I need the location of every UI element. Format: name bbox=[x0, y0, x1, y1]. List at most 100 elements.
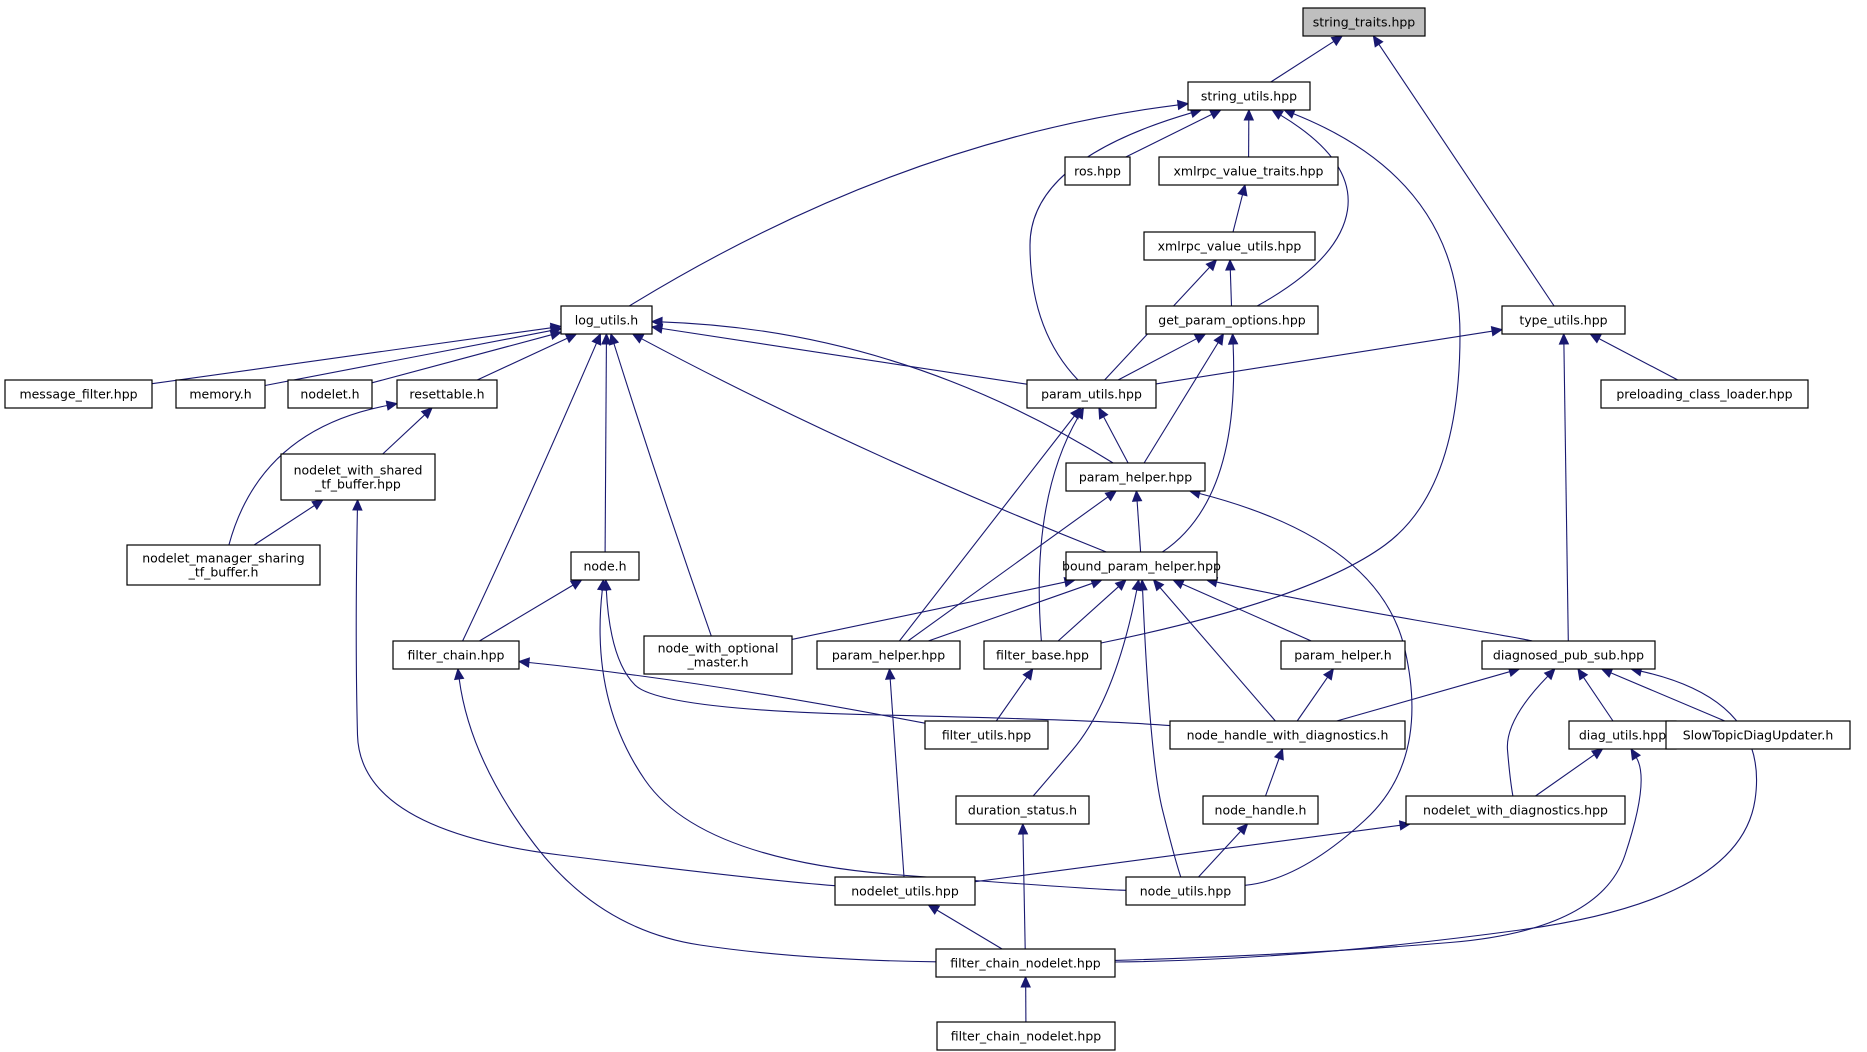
node-label: node_utils.hpp bbox=[1140, 884, 1232, 899]
file-node-n25[interactable]: filter_utils.hpp bbox=[924, 720, 1049, 750]
file-node-n2[interactable]: ros.hpp bbox=[1064, 156, 1131, 186]
node-box bbox=[983, 640, 1102, 670]
node-label: filter_chain_nodelet.hpp bbox=[950, 956, 1101, 971]
node-box bbox=[1143, 231, 1316, 261]
arrowhead-n11-n14 bbox=[420, 407, 433, 420]
file-node-n9[interactable]: memory.h bbox=[175, 379, 266, 409]
edge-n24-n27 bbox=[1583, 676, 1614, 722]
edge-n5-n19 bbox=[613, 343, 712, 637]
arrowhead-n7-n12 bbox=[1490, 326, 1504, 337]
file-node-n30[interactable]: node_handle.h bbox=[1202, 795, 1319, 825]
file-node-n16[interactable]: nodelet_manager_sharing_tf_buffer.h bbox=[126, 544, 321, 586]
node-box bbox=[280, 453, 436, 501]
node-box bbox=[935, 948, 1116, 978]
file-node-n18[interactable]: bound_param_helper.hpp bbox=[1062, 551, 1221, 581]
edge-n21-n32 bbox=[889, 678, 905, 878]
arrowhead-n12-n15 bbox=[1098, 406, 1109, 420]
file-node-n34[interactable]: filter_chain_nodelet.hpp bbox=[936, 1021, 1116, 1051]
file-node-n31[interactable]: nodelet_with_diagnostics.hpp bbox=[1405, 795, 1626, 825]
edge-n0-n1 bbox=[1270, 40, 1335, 83]
arrowhead-n0-n1 bbox=[1330, 35, 1344, 47]
arrowhead-n18-n23 bbox=[1172, 579, 1185, 590]
nodes-layer: string_traits.hpp string_utils.hpp ros.hpp… bbox=[4, 7, 1851, 1051]
file-node-n4[interactable]: xmlrpc_value_utils.hpp bbox=[1143, 231, 1316, 261]
file-node-n1[interactable]: string_utils.hpp bbox=[1187, 81, 1311, 111]
file-node-n21[interactable]: param_helper.hpp bbox=[816, 640, 961, 670]
node-box bbox=[924, 720, 1049, 750]
file-node-n32[interactable]: nodelet_utils.hpp bbox=[834, 876, 976, 906]
node-label: node.h bbox=[583, 559, 626, 574]
file-node-n24[interactable]: diagnosed_pub_sub.hpp bbox=[1481, 640, 1656, 670]
arrowhead-n18-n22 bbox=[1114, 579, 1127, 591]
edge-n18-n22 bbox=[1057, 586, 1119, 642]
edge-n14-n32 bbox=[355, 509, 836, 887]
file-node-n0[interactable]: string_traits.hpp bbox=[1302, 7, 1426, 37]
edge-n14-n16 bbox=[253, 505, 315, 546]
file-node-n6[interactable]: get_param_options.hpp bbox=[1145, 305, 1319, 335]
edge-n26-n30 bbox=[1264, 758, 1280, 797]
file-node-n3[interactable]: xmlrpc_value_traits.hpp bbox=[1158, 156, 1339, 186]
node-box bbox=[560, 305, 653, 335]
node-box bbox=[1665, 720, 1851, 750]
file-node-n10[interactable]: nodelet.h bbox=[287, 379, 373, 409]
node-label: node_handle.h bbox=[1215, 803, 1307, 818]
file-node-n15[interactable]: param_helper.hpp bbox=[1065, 462, 1206, 492]
node-label: xmlrpc_value_utils.hpp bbox=[1158, 239, 1302, 254]
edge-n18-n23 bbox=[1182, 583, 1312, 642]
edge-n12-n21 bbox=[898, 415, 1075, 642]
arrowhead-n20-n25 bbox=[517, 657, 530, 668]
edge-n5-n11 bbox=[476, 337, 568, 381]
file-node-n23[interactable]: param_helper.h bbox=[1280, 640, 1406, 670]
file-node-n20[interactable]: filter_chain.hpp bbox=[392, 640, 520, 670]
file-node-n35[interactable]: filter_chain_nodelet.hpp bbox=[935, 948, 1116, 978]
edge-n7-n12 bbox=[1155, 330, 1493, 385]
file-node-n27[interactable]: diag_utils.hpp bbox=[1568, 720, 1677, 750]
file-node-n14[interactable]: nodelet_with_shared_tf_buffer.hpp bbox=[280, 453, 436, 501]
node-label: param_helper.h bbox=[1294, 648, 1391, 663]
file-node-n11[interactable]: resettable.h bbox=[396, 379, 498, 409]
file-node-n12[interactable]: param_utils.hpp bbox=[1026, 379, 1157, 409]
file-node-n22[interactable]: filter_base.hpp bbox=[983, 640, 1102, 670]
node-box bbox=[287, 379, 373, 409]
arrowhead-n6-n15 bbox=[1213, 332, 1225, 346]
node-box bbox=[1187, 81, 1311, 111]
arrowhead-n17-n20 bbox=[569, 579, 583, 590]
arrowhead-n14-n32 bbox=[352, 498, 363, 511]
edge-n18-n19 bbox=[791, 581, 1066, 640]
edge-n3-n4 bbox=[1232, 194, 1244, 233]
edge-n17-n33 bbox=[599, 589, 1127, 891]
file-node-n19[interactable]: node_with_optional_master.h bbox=[643, 635, 793, 675]
node-box bbox=[936, 1021, 1116, 1051]
arrowhead-n5-n17 bbox=[601, 332, 612, 345]
edge-n24-n26 bbox=[1336, 671, 1510, 722]
node-box bbox=[1202, 795, 1319, 825]
file-node-n7[interactable]: type_utils.hpp bbox=[1501, 305, 1626, 335]
file-node-n29[interactable]: duration_status.h bbox=[955, 795, 1090, 825]
edge-n7-n13 bbox=[1598, 338, 1679, 381]
file-node-n33[interactable]: node_utils.hpp bbox=[1125, 876, 1246, 906]
arrowhead-n20-n35 bbox=[453, 667, 465, 681]
edge-n11-n14 bbox=[382, 414, 426, 455]
node-label: xmlrpc_value_traits.hpp bbox=[1174, 164, 1324, 179]
arrowhead-n5-n19 bbox=[609, 332, 620, 346]
arrowhead-n24-n28 bbox=[1600, 668, 1614, 678]
node-box bbox=[1405, 795, 1626, 825]
edge-n18-n21 bbox=[928, 582, 1093, 642]
file-node-n5[interactable]: log_utils.h bbox=[560, 305, 653, 335]
arrowhead-n5-n11 bbox=[564, 333, 578, 344]
arrowhead-n1-n5 bbox=[1176, 99, 1190, 111]
edge-n18-n26 bbox=[1159, 587, 1276, 722]
arrowhead-n30-n33 bbox=[1236, 823, 1249, 836]
file-node-n26[interactable]: node_handle_with_diagnostics.h bbox=[1169, 720, 1406, 750]
edge-n31-n32 bbox=[974, 824, 1401, 883]
file-node-n17[interactable]: node.h bbox=[570, 551, 640, 581]
file-node-n28[interactable]: SlowTopicDiagUpdater.h bbox=[1665, 720, 1851, 750]
edge-n27-n31 bbox=[1535, 754, 1595, 797]
arrowhead-n3-n4 bbox=[1237, 183, 1248, 197]
edge-n5-n10 bbox=[371, 334, 552, 384]
file-node-n13[interactable]: preloading_class_loader.hpp bbox=[1600, 379, 1809, 409]
edge-n11-n16 bbox=[228, 404, 388, 546]
file-node-n8[interactable]: message_filter.hpp bbox=[4, 379, 153, 409]
edge-n5-n8 bbox=[151, 327, 552, 385]
